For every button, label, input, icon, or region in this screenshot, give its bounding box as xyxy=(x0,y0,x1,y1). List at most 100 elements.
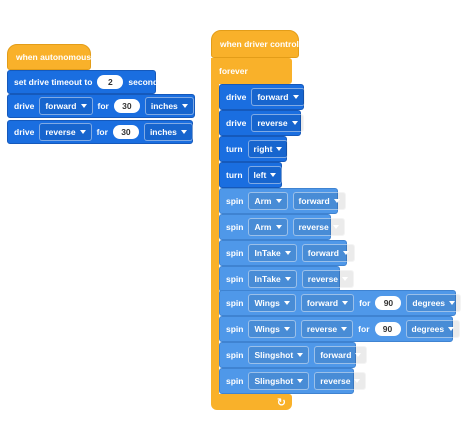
spin-arm-reverse-block[interactable]: spin Arm reverse xyxy=(219,214,345,240)
direction-dropdown[interactable]: reverse xyxy=(300,320,354,338)
unit-dropdown[interactable]: inches xyxy=(144,97,194,115)
dropdown-value: reverse xyxy=(306,324,338,334)
direction-dropdown[interactable]: reverse xyxy=(39,123,92,141)
unit-dropdown[interactable]: inches xyxy=(143,123,193,141)
forever-label: forever xyxy=(219,66,248,76)
dropdown-value: inches xyxy=(150,101,178,111)
amount-input[interactable]: 90 xyxy=(375,296,402,310)
verb-label: turn xyxy=(226,170,243,180)
for-label: for xyxy=(96,127,108,137)
dropdown-value: reverse xyxy=(307,274,339,284)
motor-dropdown[interactable]: InTake xyxy=(248,244,297,262)
block-label: set drive timeout to xyxy=(14,77,93,87)
verb-label: spin xyxy=(226,196,244,206)
spin-intake-reverse-block[interactable]: spin InTake reverse xyxy=(219,266,355,292)
verb-label: spin xyxy=(226,324,244,334)
timeout-value-input[interactable]: 2 xyxy=(97,75,124,89)
motor-dropdown[interactable]: Arm xyxy=(248,192,288,210)
dropdown-value: reverse xyxy=(257,118,288,128)
dropdown-arrow-icon xyxy=(292,95,299,99)
distance-input[interactable]: 30 xyxy=(112,125,139,139)
for-label: for xyxy=(359,298,371,308)
hat-label: when driver control xyxy=(220,39,299,49)
dropdown-value: Arm xyxy=(254,222,272,232)
when-autonomous-hat[interactable]: when autonomous xyxy=(7,44,91,70)
dropdown-value: InTake xyxy=(254,248,281,258)
dropdown-value: InTake xyxy=(254,274,281,284)
dropdown-arrow-icon xyxy=(291,121,298,125)
amount-input[interactable]: 90 xyxy=(374,322,401,336)
dropdown-arrow-icon xyxy=(342,251,349,255)
drive-reverse-block[interactable]: drive reverse for 30 inches xyxy=(7,120,206,144)
verb-label: spin xyxy=(226,274,244,284)
dropdown-arrow-icon xyxy=(284,277,291,281)
play-icon[interactable] xyxy=(199,127,206,137)
motor-dropdown[interactable]: Slingshot xyxy=(248,372,310,390)
dropdown-value: forward xyxy=(298,196,330,206)
dropdown-arrow-icon xyxy=(284,251,291,255)
when-driver-control-hat[interactable]: when driver control xyxy=(211,30,299,58)
unit-dropdown[interactable]: degrees xyxy=(406,294,462,312)
direction-dropdown[interactable]: forward xyxy=(39,97,93,115)
dropdown-value: Slingshot xyxy=(254,376,294,386)
direction-dropdown[interactable]: left xyxy=(247,166,283,184)
direction-dropdown[interactable]: reverse xyxy=(301,270,355,288)
verb-label: drive xyxy=(226,92,247,102)
direction-dropdown[interactable]: reverse xyxy=(251,114,304,132)
dropdown-value: inches xyxy=(149,127,177,137)
direction-dropdown[interactable]: forward xyxy=(301,244,355,262)
dropdown-arrow-icon xyxy=(297,353,304,357)
motor-dropdown[interactable]: InTake xyxy=(248,270,297,288)
unit-dropdown[interactable]: degrees xyxy=(405,320,461,338)
turn-left-block[interactable]: turn left xyxy=(219,162,283,188)
spin-slingshot-reverse-block[interactable]: spin Slingshot reverse xyxy=(219,368,367,394)
dropdown-value: Wings xyxy=(254,298,280,308)
dropdown-value: Arm xyxy=(254,196,272,206)
forever-loop-header[interactable]: forever xyxy=(211,58,292,84)
forever-loop-footer[interactable]: ↻ xyxy=(211,394,292,410)
motor-dropdown[interactable]: Arm xyxy=(248,218,288,236)
drive-reverse-block[interactable]: drive reverse xyxy=(219,110,304,136)
turn-right-block[interactable]: turn right xyxy=(219,136,289,162)
dropdown-arrow-icon xyxy=(354,379,361,383)
direction-dropdown[interactable]: forward xyxy=(314,346,368,364)
dropdown-value: forward xyxy=(307,248,339,258)
dropdown-value: right xyxy=(253,144,273,154)
direction-dropdown[interactable]: forward xyxy=(251,88,305,106)
direction-dropdown[interactable]: forward xyxy=(300,294,355,312)
direction-dropdown[interactable]: right xyxy=(247,140,289,158)
dropdown-arrow-icon xyxy=(270,173,277,177)
spin-slingshot-forward-block[interactable]: spin Slingshot forward xyxy=(219,342,368,368)
dropdown-value: forward xyxy=(257,92,289,102)
distance-input[interactable]: 30 xyxy=(113,99,140,113)
motor-dropdown[interactable]: Wings xyxy=(248,294,296,312)
dropdown-arrow-icon xyxy=(297,379,304,383)
set-drive-timeout-block[interactable]: set drive timeout to 2 seconds xyxy=(7,70,163,94)
spin-wings-forward-block[interactable]: spin Wings forward for 90 degrees xyxy=(219,290,474,316)
drive-forward-block[interactable]: drive forward xyxy=(219,84,305,110)
dropdown-value: Slingshot xyxy=(254,350,294,360)
dropdown-value: degrees xyxy=(411,324,445,334)
dropdown-arrow-icon xyxy=(181,104,188,108)
verb-label: spin xyxy=(226,298,244,308)
dropdown-arrow-icon xyxy=(333,199,340,203)
dropdown-value: left xyxy=(253,170,267,180)
dropdown-arrow-icon xyxy=(275,225,282,229)
spin-wings-reverse-block[interactable]: spin Wings reverse for 90 degrees xyxy=(219,316,474,342)
direction-dropdown[interactable]: forward xyxy=(292,192,346,210)
motor-dropdown[interactable]: Slingshot xyxy=(248,346,310,364)
play-icon[interactable] xyxy=(200,101,207,111)
spin-intake-forward-block[interactable]: spin InTake forward xyxy=(219,240,355,266)
verb-label: spin xyxy=(226,222,244,232)
play-icon[interactable] xyxy=(468,298,474,308)
dropdown-arrow-icon xyxy=(332,225,339,229)
spin-arm-forward-block[interactable]: spin Arm forward xyxy=(219,188,346,214)
verb-label: spin xyxy=(226,376,244,386)
drive-forward-block[interactable]: drive forward for 30 inches xyxy=(7,94,207,118)
motor-dropdown[interactable]: Wings xyxy=(248,320,296,338)
play-icon[interactable] xyxy=(467,324,474,334)
direction-dropdown[interactable]: reverse xyxy=(314,372,367,390)
for-label: for xyxy=(97,101,109,111)
forever-loop-side xyxy=(211,84,219,394)
direction-dropdown[interactable]: reverse xyxy=(292,218,345,236)
